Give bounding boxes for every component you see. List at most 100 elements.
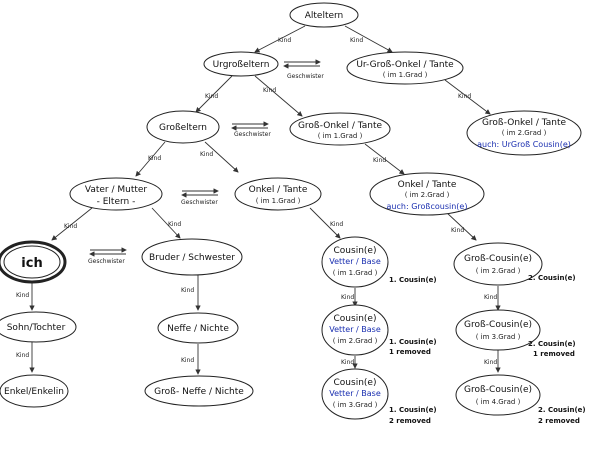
node-sublabel: ( im 2.Grad ): [502, 129, 547, 137]
node-vater-mutter: Vater / Mutter - Eltern -: [69, 177, 163, 211]
edge-label-kind: Kind: [148, 155, 161, 162]
node-blue-label: Vetter / Base: [329, 257, 381, 266]
node-label: Groß-Onkel / Tante: [298, 121, 383, 131]
edge-label-geschwister: Geschwister: [234, 131, 271, 138]
note-gross-cousin-4-line2: 2 removed: [538, 417, 580, 425]
node-gross-onkel-2: Groß-Onkel / Tante ( im 2.Grad ) auch: U…: [466, 110, 582, 156]
note-cousin-3-line2: 2 removed: [389, 417, 431, 425]
node-label: Groß-Onkel / Tante: [482, 118, 567, 128]
note-cousin-1: 1. Cousin(e): [389, 276, 437, 284]
edge-ur-gross-onkel-gross-onkel-2: [444, 79, 491, 115]
node-label: Onkel / Tante: [249, 185, 308, 195]
node-ich: ich: [0, 240, 67, 284]
edge-urgrosseltern-grosseltern: [195, 75, 233, 113]
node-label: Onkel / Tante: [398, 180, 457, 190]
edge-label-kind: Kind: [16, 352, 29, 359]
edge-urgrosseltern-gross-onkel-1: [254, 75, 303, 117]
node-blue-label: Vetter / Base: [329, 325, 381, 334]
note-gross-cousin-2: 2. Cousin(e): [528, 274, 576, 282]
edge-gross-onkel-1-onkel-2: [364, 143, 405, 175]
node-gross-cousin-4: Groß-Cousin(e) ( im 4.Grad ): [455, 374, 541, 416]
node-bruder-schwester: Bruder / Schwester: [141, 238, 243, 276]
edge-label-kind: Kind: [263, 87, 276, 94]
node-label: Enkel/Enkelin: [4, 387, 64, 397]
geschwister-arrow-gross: [231, 121, 269, 131]
edge-label-kind: Kind: [341, 294, 354, 301]
edge-alteltern-ur-gross-onkel: [344, 25, 393, 53]
edge-label-kind: Kind: [64, 223, 77, 230]
edge-onkel-2-gross-cousin-2: [445, 211, 477, 241]
node-enkel-enkelin: Enkel/Enkelin: [0, 374, 69, 408]
node-urgrosseltern: Urgroßeltern: [203, 51, 279, 77]
node-cousin-1: Cousin(e) Vetter / Base ( im 1.Grad ): [321, 236, 389, 288]
edge-vater-bruder: [151, 207, 181, 239]
edge-label-kind: Kind: [330, 221, 343, 228]
note-cousin-3-line1: 1. Cousin(e): [389, 406, 437, 414]
note-gross-cousin-4-line1: 2. Cousin(e): [538, 406, 586, 414]
node-sublabel: ( im 1.Grad ): [383, 71, 428, 79]
edge-label-kind: Kind: [278, 37, 291, 44]
note-cousin-2-line2: 1 removed: [389, 348, 431, 356]
node-label: Alteltern: [305, 11, 344, 21]
node-sublabel: ( im 4.Grad ): [476, 398, 521, 406]
edge-label-kind: Kind: [205, 93, 218, 100]
edge-alteltern-urgrosseltern: [254, 25, 306, 53]
edge-onkel-1-cousin-1: [309, 207, 341, 239]
node-gross-cousin-3: Groß-Cousin(e) ( im 3.Grad ): [455, 309, 541, 351]
node-sublabel: ( im 1.Grad ): [318, 132, 363, 140]
edges: [29, 25, 501, 375]
edge-grosseltern-onkel-1: [204, 141, 239, 173]
node-sublabel: ( im 1.Grad ): [333, 269, 378, 277]
edge-label-kind: Kind: [200, 151, 213, 158]
node-cousin-3: Cousin(e) Vetter / Base ( im 3.Grad ): [321, 368, 389, 420]
node-blue-label: Vetter / Base: [329, 389, 381, 398]
edge-label-kind: Kind: [181, 357, 194, 364]
node-sublabel: - Eltern -: [97, 197, 136, 207]
node-label: Groß-Cousin(e): [464, 320, 532, 330]
node-gross-onkel-1: Groß-Onkel / Tante ( im 1.Grad ): [289, 112, 391, 146]
edge-labels: Kind Kind Geschwister Kind Kind Kind Ges…: [16, 37, 497, 366]
node-sublabel: ( im 3.Grad ): [333, 401, 378, 409]
edge-label-kind: Kind: [168, 221, 181, 228]
node-label: Neffe / Nichte: [167, 324, 229, 334]
node-neffe-nichte: Neffe / Nichte: [157, 312, 239, 344]
node-label: Sohn/Tochter: [7, 323, 66, 333]
node-sublabel: ( im 3.Grad ): [476, 333, 521, 341]
edge-label-kind: Kind: [350, 37, 363, 44]
note-gross-cousin-3-line2: 1 removed: [533, 350, 575, 358]
node-gross-cousin-2: Groß-Cousin(e) ( im 2.Grad ): [453, 242, 543, 286]
node-label: Bruder / Schwester: [149, 253, 235, 263]
geschwister-arrow-ich: [89, 247, 127, 257]
edge-label-kind: Kind: [484, 294, 497, 301]
node-sublabel: ( im 2.Grad ): [333, 337, 378, 345]
node-sublabel: ( im 2.Grad ): [405, 191, 450, 199]
edge-label-kind: Kind: [484, 359, 497, 366]
edge-label-kind: Kind: [373, 157, 386, 164]
node-label: Groß-Cousin(e): [464, 254, 532, 264]
edge-label-kind: Kind: [181, 287, 194, 294]
node-label: Großeltern: [159, 123, 207, 133]
node-also-label: auch: UrGroß Cousin(e): [477, 140, 571, 149]
edge-label-geschwister: Geschwister: [287, 73, 324, 80]
node-also-label: auch: Großcousin(e): [387, 202, 468, 211]
note-cousin-2-line1: 1. Cousin(e): [389, 338, 437, 346]
node-label: Vater / Mutter: [85, 185, 148, 195]
node-label: Urgroßeltern: [213, 60, 270, 70]
edge-label-geschwister: Geschwister: [88, 258, 125, 265]
edge-vater-ich: [51, 207, 93, 241]
node-label: Cousin(e): [334, 314, 377, 324]
node-sublabel: ( im 1.Grad ): [256, 197, 301, 205]
node-label: Cousin(e): [334, 378, 377, 388]
node-label: ich: [21, 256, 42, 271]
geschwister-arrow-eltern: [181, 188, 219, 198]
edge-label-geschwister: Geschwister: [181, 199, 218, 206]
edge-label-kind: Kind: [458, 93, 471, 100]
node-sublabel: ( im 2.Grad ): [476, 267, 521, 275]
edge-label-kind: Kind: [451, 227, 464, 234]
edge-grosseltern-vater: [135, 141, 166, 177]
node-onkel-2: Onkel / Tante ( im 2.Grad ) auch: Großco…: [369, 172, 485, 216]
node-label: Groß-Cousin(e): [464, 385, 532, 395]
node-sohn-tochter: Sohn/Tochter: [0, 311, 77, 343]
node-onkel-1: Onkel / Tante ( im 1.Grad ): [234, 177, 322, 211]
